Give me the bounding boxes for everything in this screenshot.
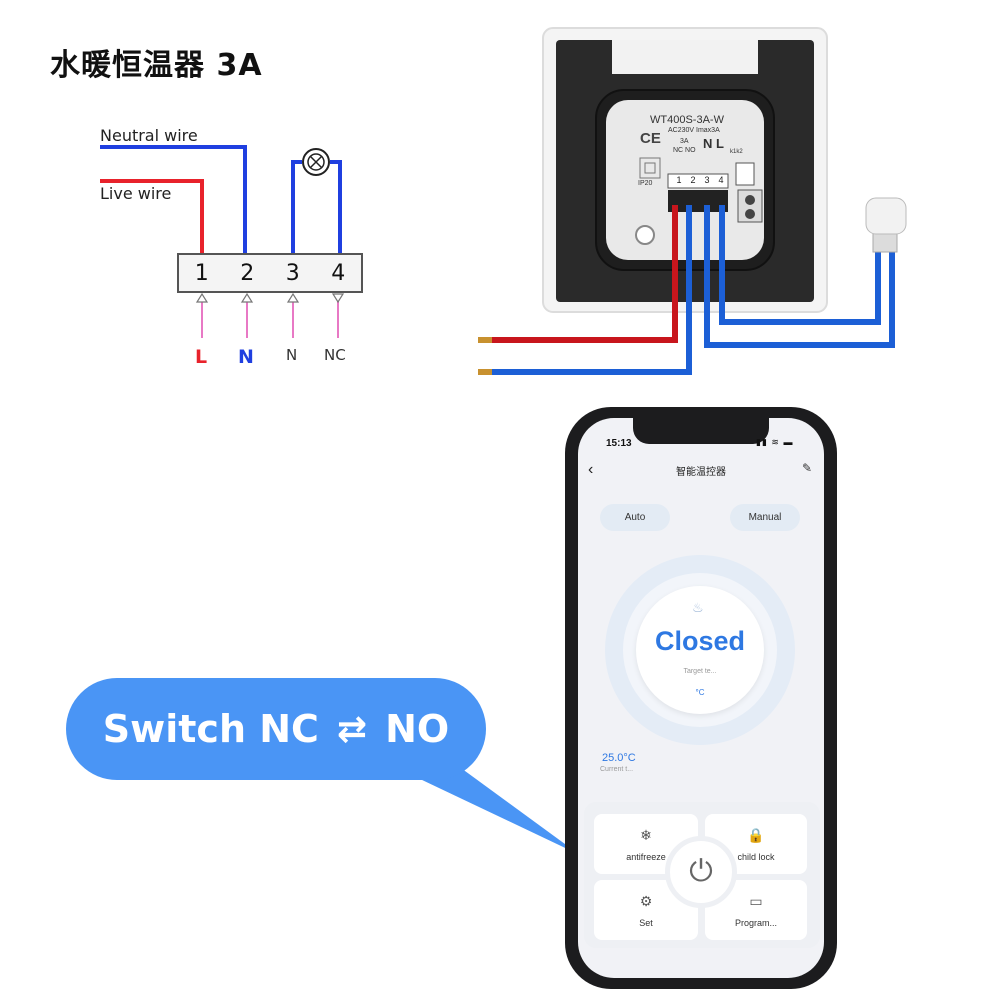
live-wire-label: Live wire [100,184,172,203]
back-icon[interactable]: ‹ [588,461,594,478]
device-k-label: k1k2 [730,149,743,155]
program-label: Program... [734,917,777,928]
device-nl: N L [703,136,724,151]
edit-icon[interactable]: ✎ [802,461,813,475]
monitor-icon: ▭ [749,892,763,909]
terminal-label-nc: NC [324,346,346,364]
antifreeze-label: antifreeze [626,851,666,862]
terminal-4: 4 [331,260,346,286]
device-live-wire [490,205,678,343]
temp-unit: °C [695,688,705,697]
callout-text-left: Switch NC [102,707,319,751]
phone-notch [633,418,769,444]
current-temp-value: 25.0°C [602,752,636,764]
terminal-leads [201,300,339,338]
thermostat-back-image [542,27,828,313]
callout-bubble: Switch NC ⇄ NO [66,678,486,780]
snowflake-icon: ❄ [640,826,652,843]
status-time: 15:13 [606,438,632,449]
terminal-2: 2 [240,260,255,286]
manual-mode-button[interactable]: Manual [730,504,800,531]
valve-wire-right [330,160,342,253]
flame-icon: ♨ [692,600,704,615]
device-terminal-3: 3 [704,175,710,185]
heating-status: Closed [654,626,746,656]
device-ce: CE [640,130,661,147]
callout-text-right: NO [385,707,450,751]
gear-icon: ⚙ [639,892,653,909]
power-button[interactable]: ⏻ [665,836,737,908]
device-terminal-4: 4 [718,175,724,185]
device-ip: IP20 [638,180,653,187]
live-wire-tip [478,337,492,343]
target-temp-label: Target te... [683,668,717,675]
terminal-label-n: N [238,346,254,368]
device-model: WT400S-3A-W [650,114,724,126]
set-label: Set [639,917,653,928]
valve-actuator-image [865,197,907,253]
lock-icon: 🔒 [747,826,765,843]
device-terminals: 1 2 3 4 [672,175,728,185]
device-valve-wire-b [719,205,881,325]
device-neutral-wire [490,205,692,375]
device-valve-wire-a [704,205,895,348]
valve-actuator-icon [302,148,330,176]
live-wire [100,179,204,253]
neutral-wire-tip [478,369,492,375]
terminal-1: 1 [194,260,209,286]
power-icon: ⏻ [689,855,713,888]
swap-icon: ⇄ [336,708,368,750]
child-lock-label: child lock [737,851,775,862]
neutral-wire-label: Neutral wire [100,126,198,145]
terminal-block: 1 2 3 4 [177,253,363,293]
neutral-wire [100,145,247,253]
terminal-3: 3 [285,260,300,286]
terminal-label-n2: N [286,346,298,364]
auto-mode-button[interactable]: Auto [600,504,670,531]
device-rating: AC230V Imax3A [668,127,720,134]
app-title: 智能温控器 [676,467,726,478]
device-terminal-2: 2 [690,175,696,185]
device-terminal-1: 1 [676,175,682,185]
wiring-diagram [100,27,907,375]
terminal-arrows [195,292,345,304]
status-icons: ▮▮ ≋ ▬ [756,437,794,447]
temperature-dial[interactable] [636,586,764,714]
page-title: 水暖恒温器 3A [50,48,263,83]
terminal-label-l: L [195,346,208,368]
device-current: 3A [680,138,689,145]
device-contacts: NC NO [673,147,696,154]
current-temp-label: Current t... [600,766,634,773]
valve-wire-left [291,160,302,253]
